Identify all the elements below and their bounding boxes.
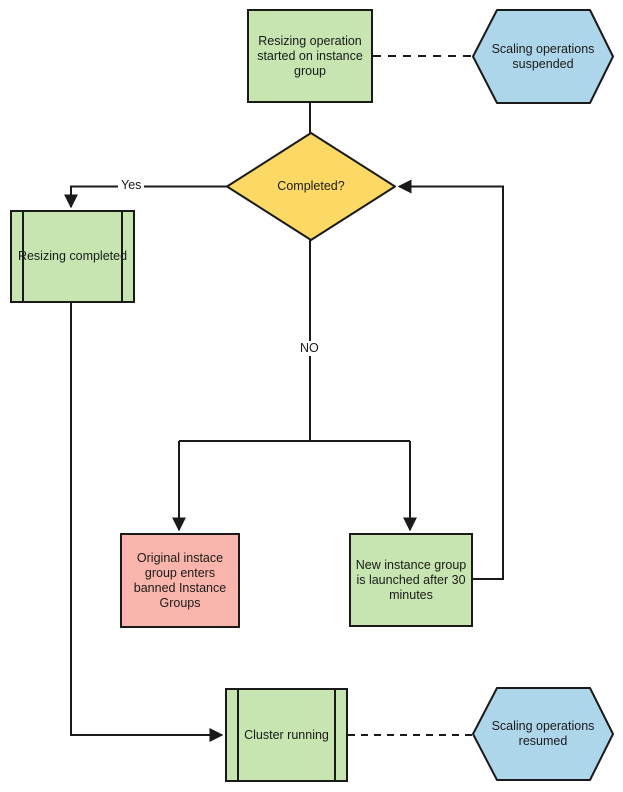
node-resizing-started-label: Resizing operation started on instance g… (257, 33, 363, 78)
node-new-instance-group: New instance group is launched after 30 … (349, 533, 473, 627)
edge-new-group-loop-to-decision (397, 179, 504, 580)
scaling-suspended-hexagon-shape (472, 9, 614, 104)
node-resizing-started: Resizing operation started on instance g… (247, 9, 373, 103)
node-scaling-suspended-label: Scaling operations suspended (491, 41, 595, 71)
node-scaling-resumed-label: Scaling operations resumed (491, 719, 595, 748)
node-resizing-completed: Resizing completed (10, 210, 135, 303)
node-cluster-running: Cluster running (225, 688, 348, 782)
completed-decision-diamond-shape (226, 132, 396, 241)
node-new-instance-group-label: New instance group is launched after 30 … (355, 557, 467, 602)
node-resizing-completed-label: Resizing completed (17, 249, 128, 263)
node-scaling-resumed: Scaling operations resumed (479, 688, 607, 780)
node-completed-decision: Completed? (227, 133, 395, 240)
edge-label-no: NO (297, 341, 322, 356)
node-cluster-running-label: Cluster running (244, 727, 329, 742)
scaling-resumed-hexagon-shape (472, 687, 614, 781)
node-completed-decision-label: Completed? (277, 179, 345, 193)
node-banned-instance-groups: Original instace group enters banned Ins… (120, 533, 240, 628)
edge-resizing-completed-to-cluster (70, 303, 224, 742)
node-scaling-suspended: Scaling operations suspended (479, 10, 607, 103)
edge-yes-to-resizing-completed (64, 185, 227, 209)
node-banned-instance-groups-label: Original instace group enters banned Ins… (133, 550, 227, 610)
edge-label-yes: Yes (118, 178, 145, 193)
